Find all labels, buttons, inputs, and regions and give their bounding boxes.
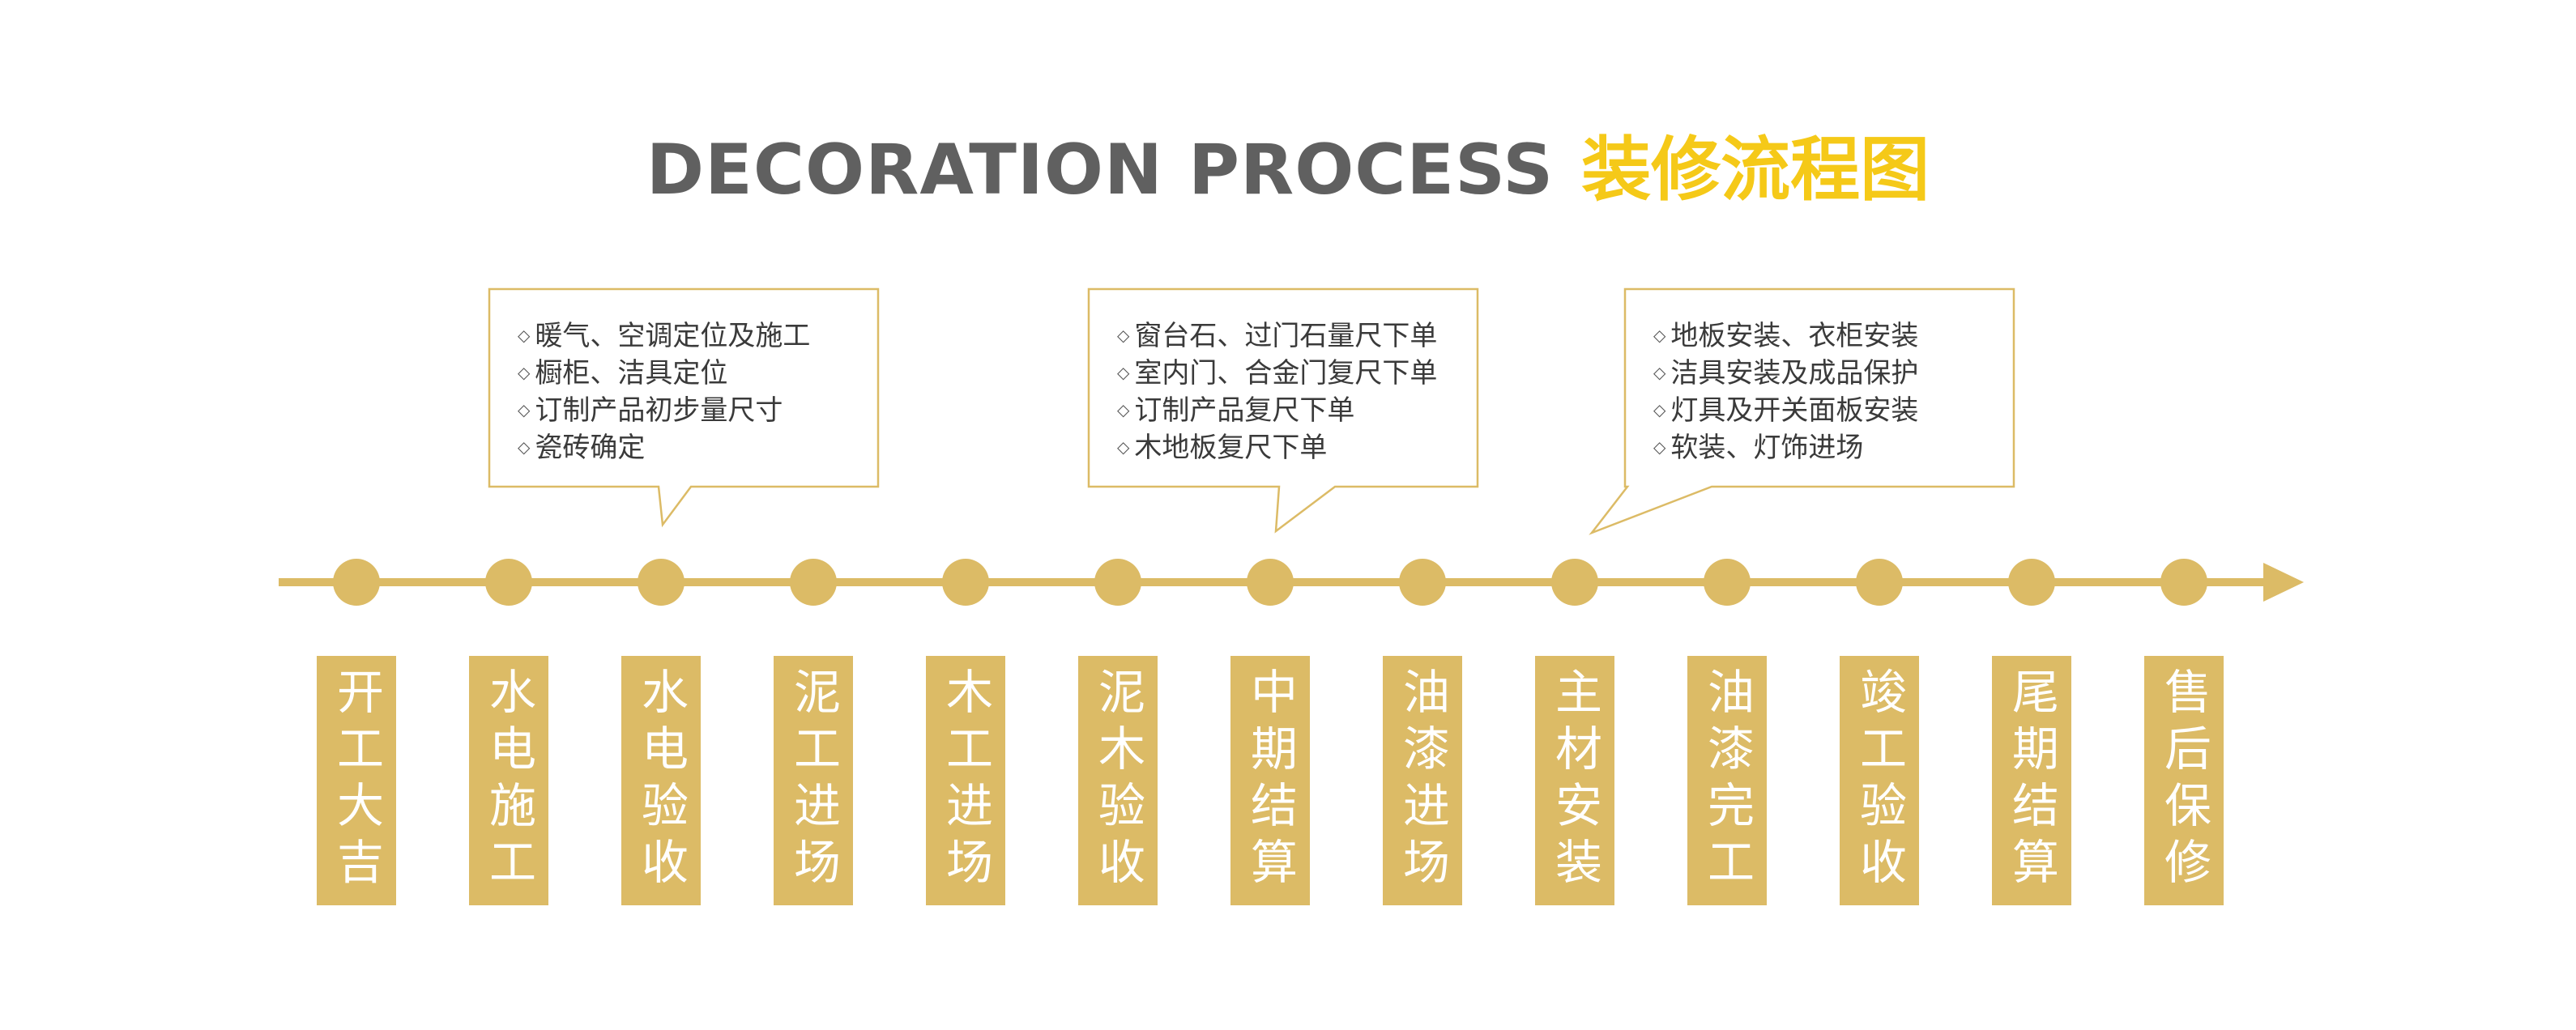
stage-text: 尾期结算 [2004, 667, 2059, 894]
stage-text: 水电施工 [481, 667, 536, 894]
stage-label: 木工进场 [926, 656, 1005, 905]
callout-box: 暖气、空调定位及施工 橱柜、洁具定位 订制产品初步量尺寸 瓷砖确定 [488, 287, 880, 528]
callout-item: 暖气、空调定位及施工 [518, 319, 879, 356]
stage-text: 开工大吉 [329, 667, 384, 894]
timeline-dot [1704, 559, 1751, 606]
callout-item: 木地板复尺下单 [1117, 431, 1478, 468]
stage-label: 油漆进场 [1383, 656, 1462, 905]
callout-item: 订制产品初步量尺寸 [518, 394, 879, 431]
stage-text: 油漆完工 [1700, 667, 1755, 894]
callout-item: 软装、灯饰进场 [1653, 431, 2015, 468]
timeline-dot [1399, 559, 1446, 606]
callout-item: 订制产品复尺下单 [1117, 394, 1478, 431]
stage-label: 开工大吉 [317, 656, 396, 905]
stage-text: 油漆进场 [1395, 667, 1450, 894]
stage-text: 水电验收 [633, 667, 689, 894]
timeline-dot [2160, 559, 2207, 606]
callout-list: 地板安装、衣柜安装 洁具安装及成品保护 灯具及开关面板安装 软装、灯饰进场 [1624, 288, 2015, 468]
timeline-dot [942, 559, 989, 606]
callout-box: 地板安装、衣柜安装 洁具安装及成品保护 灯具及开关面板安装 软装、灯饰进场 [1589, 287, 2015, 535]
timeline-dot [485, 559, 532, 606]
callout-item: 地板安装、衣柜安装 [1653, 319, 2015, 356]
timeline-dot [638, 559, 685, 606]
title-english: DECORATION PROCESS [646, 130, 1555, 211]
stage-text: 泥工进场 [786, 667, 841, 894]
timeline-dot [1247, 559, 1294, 606]
stage-label: 主材安装 [1535, 656, 1614, 905]
callout-item: 洁具安装及成品保护 [1653, 356, 2015, 394]
stage-text: 木工进场 [938, 667, 993, 894]
callout-item: 瓷砖确定 [518, 431, 879, 468]
timeline-dot [1551, 559, 1598, 606]
callout-item: 橱柜、洁具定位 [518, 356, 879, 394]
stage-label: 中期结算 [1230, 656, 1310, 905]
stage-label: 泥木验收 [1078, 656, 1158, 905]
callout-box: 窗台石、过门石量尺下单 室内门、合金门复尺下单 订制产品复尺下单 木地板复尺下单 [1087, 287, 1479, 534]
stage-label: 水电施工 [469, 656, 548, 905]
timeline-dot [1856, 559, 1903, 606]
stage-text: 售后保修 [2156, 667, 2211, 894]
stage-text: 主材安装 [1547, 667, 1602, 894]
stage-label: 售后保修 [2144, 656, 2224, 905]
callout-list: 暖气、空调定位及施工 橱柜、洁具定位 订制产品初步量尺寸 瓷砖确定 [488, 288, 879, 468]
callout-list: 窗台石、过门石量尺下单 室内门、合金门复尺下单 订制产品复尺下单 木地板复尺下单 [1088, 288, 1478, 468]
stage-text: 泥木验收 [1090, 667, 1145, 894]
callout-item: 室内门、合金门复尺下单 [1117, 356, 1478, 394]
callout-item: 窗台石、过门石量尺下单 [1117, 319, 1478, 356]
arrow-head-icon [2263, 563, 2304, 602]
timeline-dot [790, 559, 837, 606]
stage-label: 油漆完工 [1687, 656, 1767, 905]
stage-text: 竣工验收 [1852, 667, 1907, 894]
timeline-dot [1094, 559, 1141, 606]
stage-label: 水电验收 [621, 656, 701, 905]
page-title: DECORATION PROCESS 装修流程图 [0, 121, 2576, 219]
title-chinese: 装修流程图 [1581, 130, 1930, 211]
callout-item: 灯具及开关面板安装 [1653, 394, 2015, 431]
stage-label: 尾期结算 [1992, 656, 2071, 905]
timeline-dot [333, 559, 380, 606]
stage-label: 竣工验收 [1840, 656, 1919, 905]
timeline-dot [2008, 559, 2055, 606]
stage-label: 泥工进场 [774, 656, 853, 905]
stage-text: 中期结算 [1243, 667, 1298, 894]
